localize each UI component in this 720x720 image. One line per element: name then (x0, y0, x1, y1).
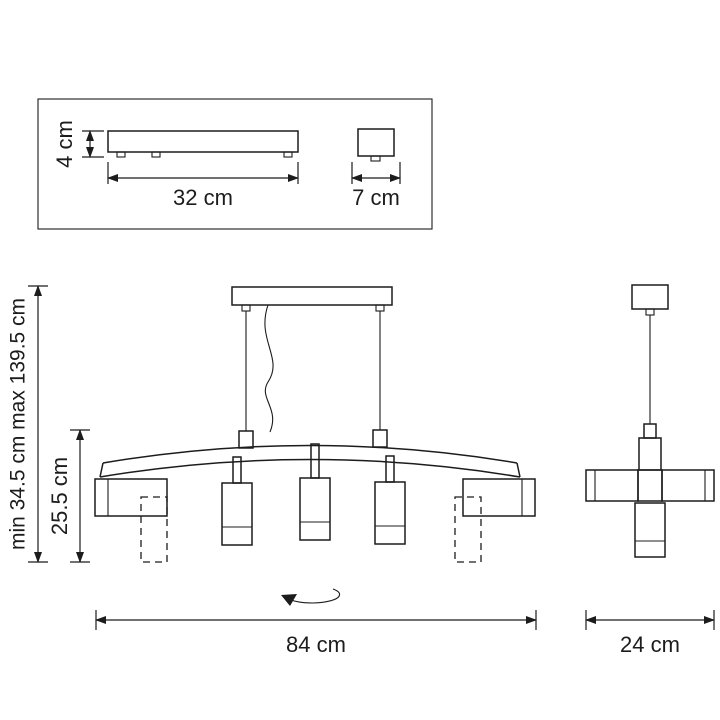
ceiling-canopy-front (231, 286, 393, 312)
dimension-label-4cm: 4 cm (52, 120, 77, 168)
spotlight-outer-left (94, 478, 168, 563)
side-view: 24 cm (585, 284, 715, 657)
dimension-label-32cm: 32 cm (173, 185, 233, 210)
spotlight-rotated-position-left (140, 496, 168, 563)
spotlight-rotated-position-right (454, 496, 482, 563)
bar-and-lights-side (585, 469, 715, 502)
dimension-label-24cm: 24 cm (620, 632, 680, 657)
spotlight-bottom-side (634, 502, 666, 558)
dimension-label-84cm: 84 cm (286, 632, 346, 657)
ceiling-canopy-side (631, 284, 669, 316)
top-view-panel: 4 cm 32 cm 7 cm (37, 98, 433, 230)
dimension-hanging-height: min 34.5 cm max 139.5 cm (7, 285, 48, 563)
spotlight-inner-left (221, 456, 253, 546)
hub-side (638, 423, 662, 471)
mounting-bar-top-view (107, 130, 299, 158)
canopy-top-view (357, 128, 395, 162)
spotlight-inner-right (374, 455, 406, 545)
dimension-body-height: 25.5 cm (47, 429, 90, 563)
spotlight-center (299, 443, 331, 541)
rotation-arrow-icon (281, 588, 341, 606)
spotlight-outer-right (454, 478, 536, 563)
dimension-84cm: 84 cm (95, 610, 537, 657)
dimension-4cm: 4 cm (52, 120, 104, 168)
curved-bar (99, 444, 521, 478)
dimension-24cm: 24 cm (585, 610, 715, 657)
suspension-wires (245, 304, 381, 433)
dimension-label-7cm: 7 cm (352, 185, 400, 210)
dimension-32cm: 32 cm (107, 162, 299, 210)
dimension-label-25-5cm: 25.5 cm (47, 457, 72, 535)
dimension-label-hanging-height: min 34.5 cm max 139.5 cm (7, 298, 30, 550)
dimension-7cm: 7 cm (351, 162, 401, 210)
front-view: min 34.5 cm max 139.5 cm 25.5 cm 84 cm (7, 285, 537, 657)
power-cord (264, 304, 274, 433)
